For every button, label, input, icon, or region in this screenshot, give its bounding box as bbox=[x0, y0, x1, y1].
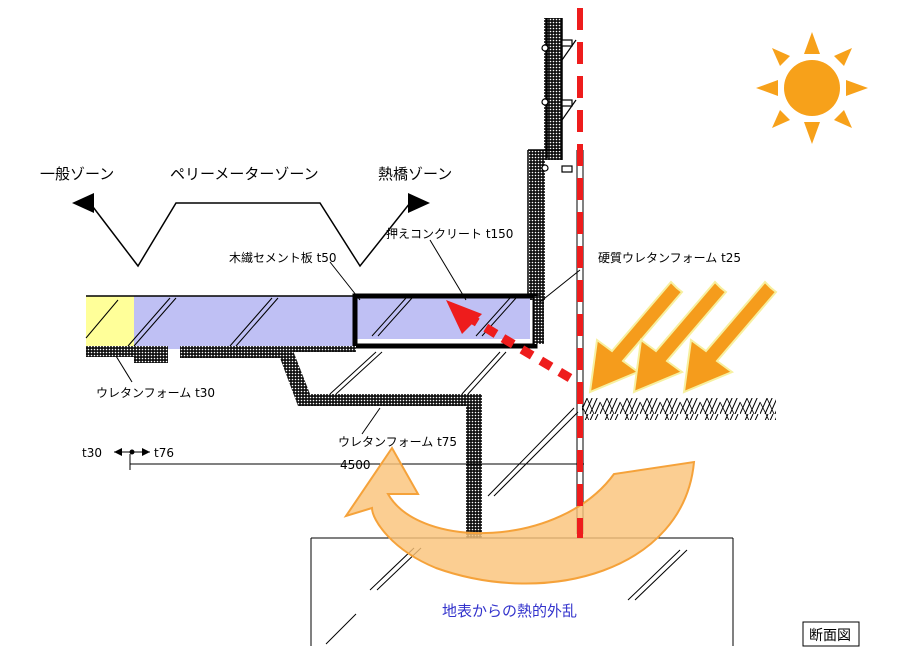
sun-icon bbox=[756, 32, 868, 144]
exterior-wall bbox=[527, 18, 584, 534]
solar-arrow-icon bbox=[632, 280, 728, 394]
label-rigid-urethane: 硬質ウレタンフォーム t25 bbox=[598, 250, 741, 265]
floor-slab bbox=[85, 293, 544, 363]
zone-label-perimeter: ペリーメーターゾーン bbox=[170, 165, 319, 183]
solar-arrow-icon bbox=[588, 280, 684, 394]
beam-insulation bbox=[180, 348, 579, 538]
dimension-t76: t76 bbox=[154, 446, 174, 460]
dimension-arrow bbox=[114, 448, 150, 456]
solar-arrow-icon bbox=[682, 280, 778, 394]
dimension-t30: t30 bbox=[82, 446, 102, 460]
label-wood-cement-board: 木繊セメント板 t50 bbox=[229, 251, 337, 265]
view-label-box bbox=[802, 621, 860, 647]
zone-label-thermal-bridge: 熱橋ゾーン bbox=[378, 165, 452, 183]
ground-hatch bbox=[582, 398, 776, 420]
leader-lines bbox=[115, 239, 584, 470]
zone-arrows bbox=[72, 193, 430, 268]
label-urethane-t75: ウレタンフォーム t75 bbox=[338, 435, 457, 449]
dimension-length: 4500 bbox=[340, 458, 371, 472]
ground-thermal-arrow-icon bbox=[343, 446, 696, 585]
solar-radiation-arrows bbox=[588, 280, 778, 394]
heat-flow-path bbox=[446, 300, 573, 382]
ground-disturbance-label: 地表からの熱的外乱 bbox=[442, 602, 577, 620]
label-topping-concrete: 押えコンクリート t150 bbox=[386, 227, 513, 241]
zone-label-general: 一般ゾーン bbox=[40, 165, 114, 183]
label-urethane-t30: ウレタンフォーム t30 bbox=[96, 386, 215, 400]
view-label: 断面図 bbox=[809, 628, 851, 644]
